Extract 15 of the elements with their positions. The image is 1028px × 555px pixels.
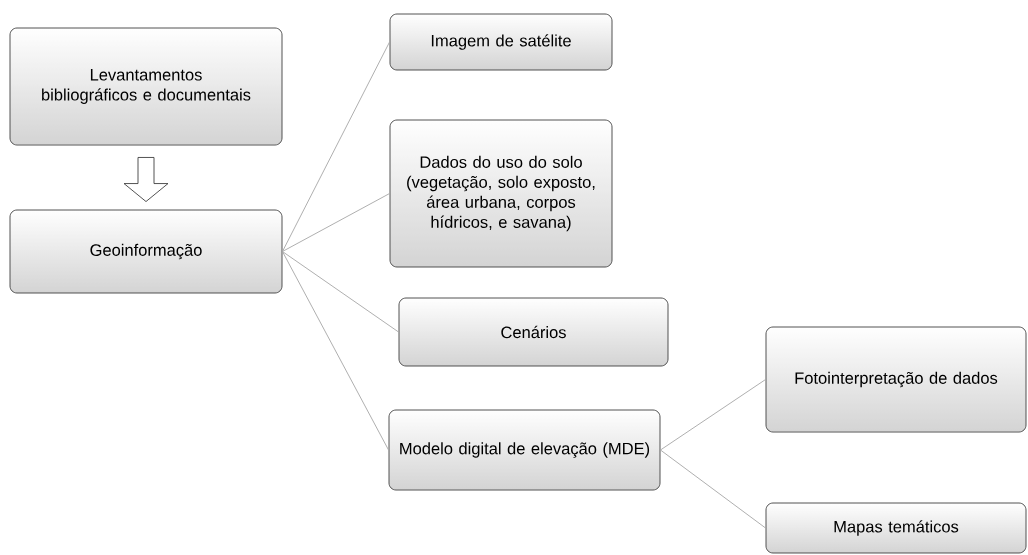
block-arrow: [123, 157, 169, 202]
connector-line: [282, 251, 399, 333]
connector-line: [282, 251, 389, 451]
connector-line: [660, 379, 766, 451]
process-box: Geoinformação: [9, 209, 283, 294]
connector-line: [660, 449, 766, 529]
process-box: Levantamentos bibliográficos e documentais: [9, 27, 283, 146]
process-box: Imagem de satélite: [389, 13, 613, 71]
process-box: Fotointerpretação de dados: [765, 326, 1027, 433]
process-box: Modelo digital de elevação (MDE): [388, 409, 661, 491]
connector-line: [282, 41, 390, 252]
process-box: Dados do uso do solo (vegetação, solo exposto, área urbana, corpos hídricos, e savana): [389, 119, 613, 268]
connector-line: [282, 193, 390, 252]
process-box: Mapas temáticos: [765, 502, 1027, 554]
process-box: Cenários: [398, 297, 669, 367]
